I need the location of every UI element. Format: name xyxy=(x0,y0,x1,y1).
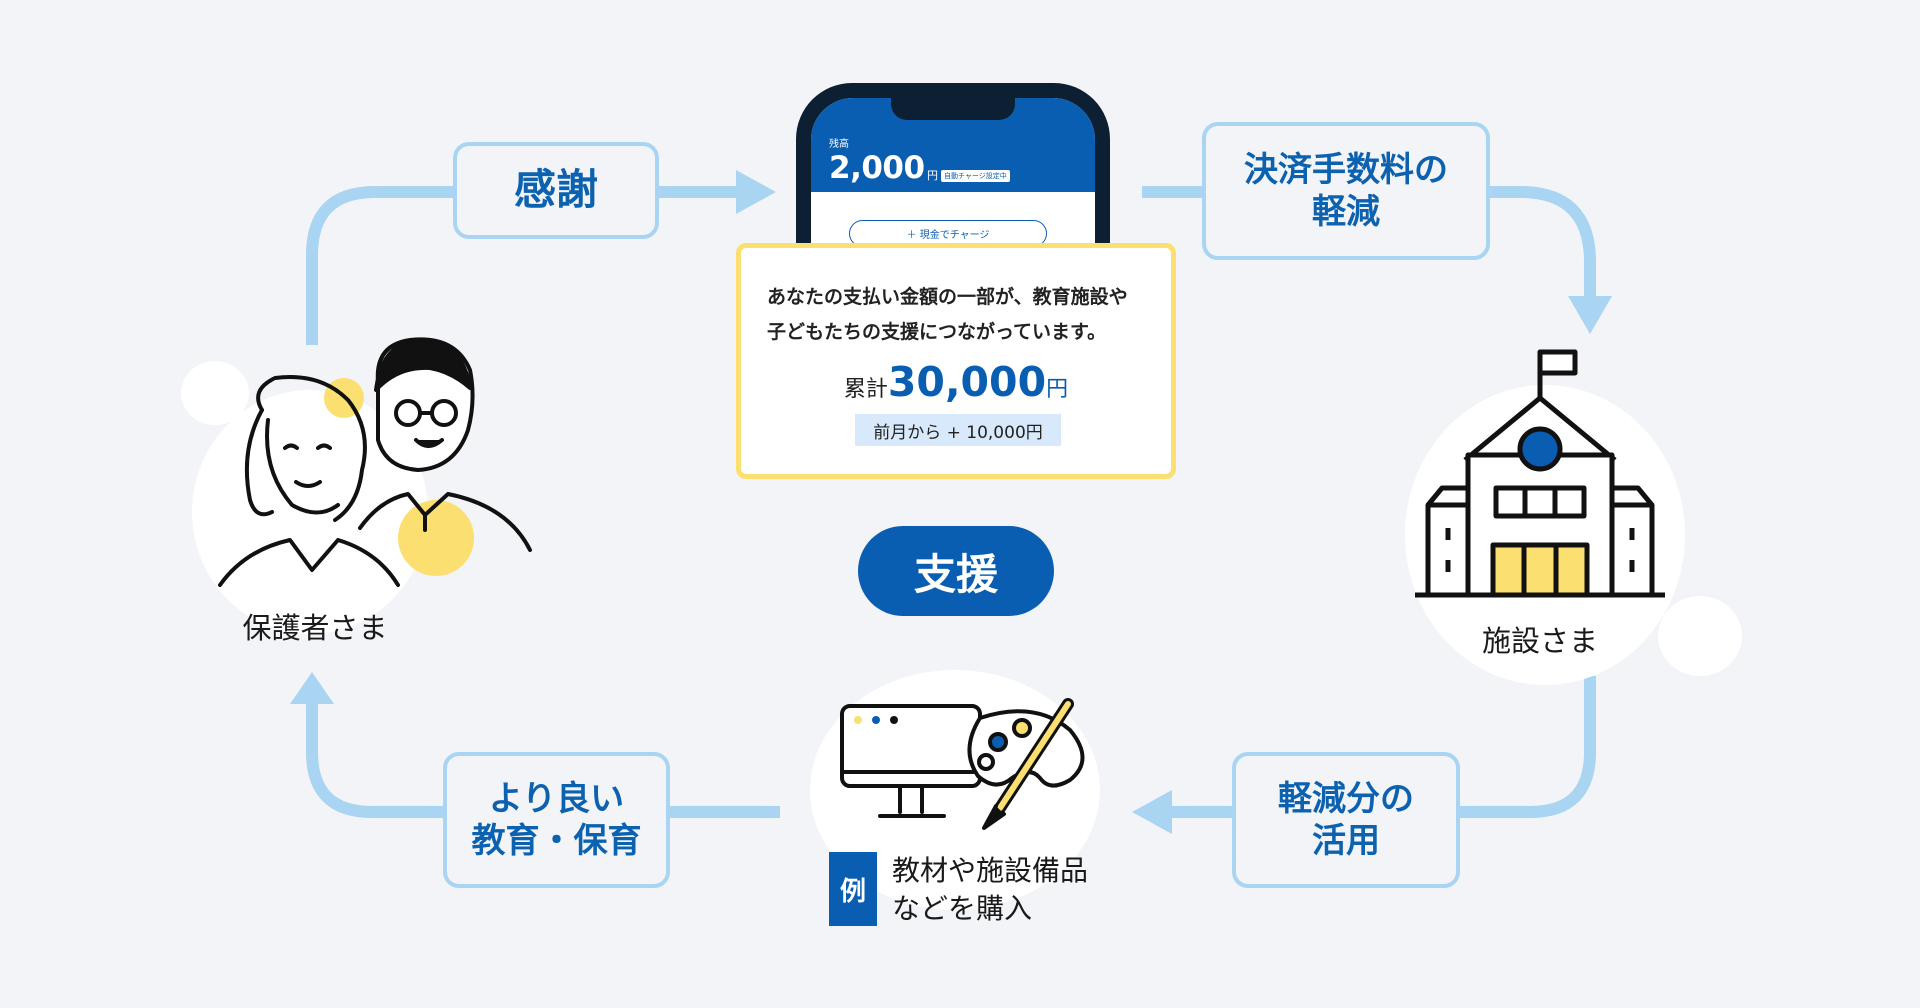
support-pill: 支援 xyxy=(858,526,1054,616)
guardians-label: 保護者さま xyxy=(230,605,400,647)
better-education-box: より良い 教育・保育 xyxy=(443,752,670,888)
facility-label: 施設さま xyxy=(1455,618,1625,660)
purchase-example-text: 教材や施設備品 などを購入 xyxy=(892,852,1088,928)
contribution-card: あなたの支払い金額の一部が、教育施設や 子どもたちの支援につながっています。 累… xyxy=(736,243,1176,479)
blob-facility-small xyxy=(1658,596,1742,676)
contribution-total: 累計30,000円 xyxy=(741,358,1171,406)
thanks-label: 感謝 xyxy=(514,164,598,217)
contribution-message-line2: 子どもたちの支援につながっています。 xyxy=(767,315,1128,350)
balance-value: 2,000 xyxy=(829,150,925,186)
arrowhead-to-purchase xyxy=(1132,790,1172,834)
arrowhead-to-facility xyxy=(1568,296,1612,334)
fee-reduction-label-line2: 軽減 xyxy=(1312,191,1380,234)
total-value: 30,000 xyxy=(888,358,1046,406)
auto-charge-badge: 自動チャージ設定中 xyxy=(941,170,1010,182)
monthly-diff-badge: 前月から + 10,000円 xyxy=(855,414,1061,446)
arrow-education-to-guardians xyxy=(312,696,445,812)
balance-unit: 円 xyxy=(927,167,938,183)
better-education-label-line1: より良い xyxy=(489,778,624,821)
balance-label: 残高 xyxy=(829,135,849,150)
better-education-label-line2: 教育・保育 xyxy=(472,820,642,863)
fee-reduction-label-line1: 決済手数料の xyxy=(1244,149,1448,192)
purchase-example-line1: 教材や施設備品 xyxy=(892,852,1088,890)
phone-balance-header: 残高 2,000 円 自動チャージ設定中 xyxy=(811,98,1095,192)
example-badge: 例 xyxy=(829,852,877,926)
phone-screen: 残高 2,000 円 自動チャージ設定中 ＋ 現金でチャージ xyxy=(811,98,1095,253)
phone-mockup: 残高 2,000 円 自動チャージ設定中 ＋ 現金でチャージ xyxy=(796,83,1110,253)
arrow-guardians-to-thanks xyxy=(312,192,455,345)
contribution-message-line1: あなたの支払い金額の一部が、教育施設や xyxy=(767,280,1128,315)
arrow-facility-to-savings xyxy=(1460,676,1590,812)
purchase-example-line2: などを購入 xyxy=(892,890,1088,928)
use-of-savings-label-line2: 活用 xyxy=(1312,820,1380,863)
thanks-box: 感謝 xyxy=(453,142,659,239)
phone-notch xyxy=(891,98,1015,120)
arrowhead-to-phone xyxy=(736,170,776,214)
arrow-fee-to-facility xyxy=(1488,192,1590,298)
total-label: 累計 xyxy=(844,377,888,402)
fee-reduction-box: 決済手数料の 軽減 xyxy=(1202,122,1490,260)
use-of-savings-box: 軽減分の 活用 xyxy=(1232,752,1460,888)
use-of-savings-label-line1: 軽減分の xyxy=(1278,778,1414,821)
total-unit: 円 xyxy=(1046,377,1068,402)
contribution-message: あなたの支払い金額の一部が、教育施設や 子どもたちの支援につながっています。 xyxy=(767,280,1128,350)
arrowhead-to-guardians xyxy=(290,672,334,704)
